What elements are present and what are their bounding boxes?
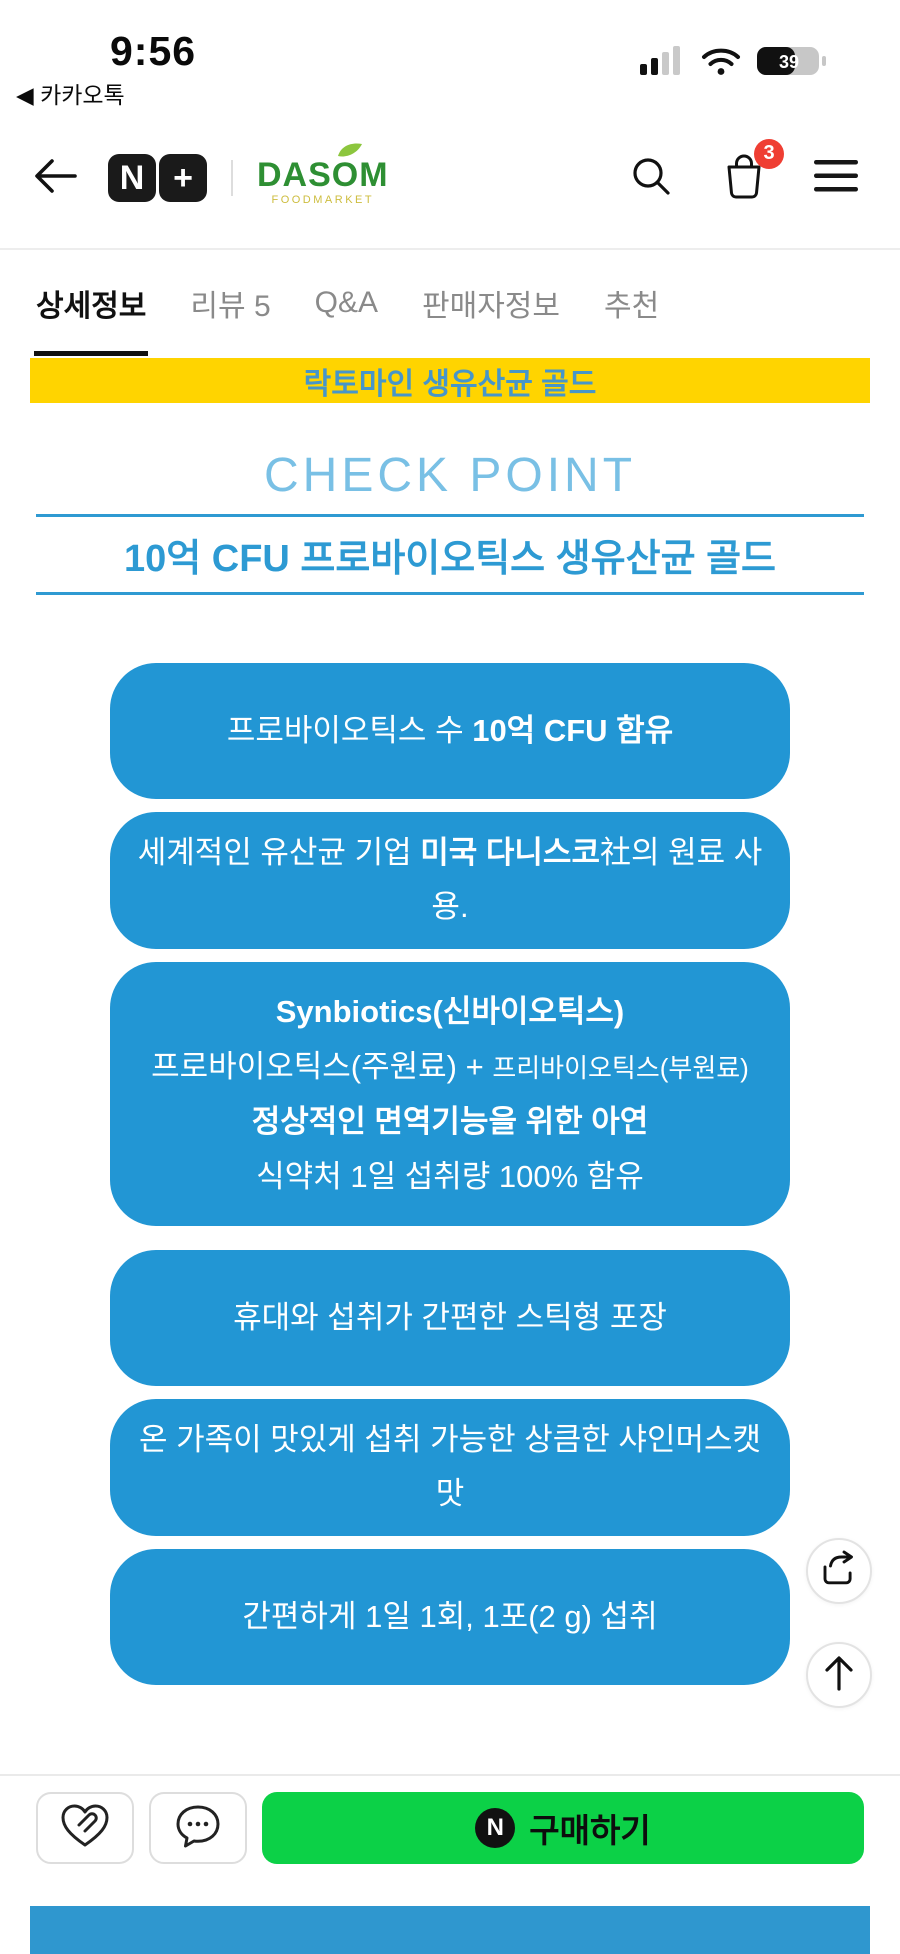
- status-icons: 39: [640, 46, 828, 81]
- naver-n-logo: N: [108, 154, 156, 202]
- wifi-icon: [701, 46, 741, 81]
- leaf-icon: [337, 142, 363, 163]
- bottom-action-bar: N 구매하기: [36, 1792, 864, 1864]
- feature-box: Synbiotics(신바이오틱스) 프로바이오틱스(주원료) + 프리바이오틱스…: [110, 961, 790, 1227]
- feature-text: 정상적인 면역기능을 위한 아연: [251, 1103, 649, 1139]
- naver-pay-icon: N: [475, 1808, 516, 1848]
- wishlist-button[interactable]: [36, 1792, 134, 1864]
- cellular-signal-icon: [640, 46, 686, 81]
- checkpoint-heading: 10억 CFU 프로바이오틱스 생유산균 골드: [123, 538, 777, 580]
- heart-keep-icon: [59, 1802, 111, 1855]
- naver-plus-badge: +: [159, 154, 207, 202]
- divider-line: [36, 592, 864, 595]
- feature-box: 프로바이오틱스 수 10억 CFU 함유: [110, 663, 790, 799]
- feature-box: 간편하게 1일 1회, 1포(2 g) 섭취: [110, 1548, 790, 1685]
- logo-divider: [231, 160, 233, 196]
- share-icon: [820, 1550, 858, 1593]
- menu-button[interactable]: [814, 159, 858, 198]
- checkpoint-title: CHECK POINT: [263, 449, 637, 502]
- previous-app-link[interactable]: ◀ 카카오톡: [16, 82, 125, 108]
- tab-item-2[interactable]: Q&A: [314, 286, 378, 319]
- tab-item-4[interactable]: 추천: [604, 290, 660, 323]
- store-logo[interactable]: DASOM FOODMARKET: [257, 143, 389, 206]
- hamburger-menu-icon: [814, 159, 858, 198]
- feature-text: 휴대와 섭취가 간편한 스틱형 포장: [233, 1300, 667, 1336]
- tab-item-3[interactable]: 판매자정보: [422, 290, 560, 323]
- search-button[interactable]: [628, 153, 674, 204]
- chat-bubble-icon: [173, 1802, 223, 1855]
- feature-text: 프로바이오틱스(주원료) + 프리바이오틱스(부원료): [151, 1048, 749, 1084]
- back-button[interactable]: [30, 155, 82, 201]
- feature-text: 프로바이오틱스 수 10억 CFU 함유: [226, 712, 674, 748]
- scroll-to-top-button[interactable]: [806, 1642, 872, 1708]
- chat-button[interactable]: [149, 1792, 247, 1864]
- store-name: DASOM: [257, 156, 389, 194]
- feature-text: 세계적인 유산균 기업 미국 다니스코社의 원료 사용.: [137, 835, 763, 925]
- battery-percent: 39: [779, 52, 799, 72]
- buy-button-label: 구매하기: [529, 1812, 651, 1849]
- cart-count-badge: 3: [754, 138, 784, 169]
- feature-text: Synbiotics(신바이오틱스): [275, 993, 625, 1029]
- divider-line: [36, 514, 864, 517]
- header-actions: 3: [628, 138, 858, 206]
- tab-item-0[interactable]: 상세정보: [33, 250, 149, 356]
- arrow-up-icon: [822, 1654, 856, 1697]
- feature-text: 간편하게 1일 1회, 1포(2 g) 섭취: [242, 1598, 658, 1634]
- search-icon: [628, 153, 674, 204]
- feature-box: 휴대와 섭취가 간편한 스틱형 포장: [110, 1250, 790, 1387]
- naver-plus-logo[interactable]: N +: [108, 154, 207, 202]
- feature-box: 온 가족이 맛있게 섭취 가능한 상큼한 샤인머스캣 맛: [110, 1399, 790, 1536]
- feature-text: 식약처 1일 섭취량 100% 함유: [256, 1159, 644, 1195]
- battery-icon: 39: [756, 46, 828, 81]
- bottom-bar-divider: [0, 1774, 900, 1776]
- store-subtitle: FOODMARKET: [271, 194, 375, 206]
- next-section-preview: [30, 1906, 870, 1954]
- feature-text: 온 가족이 맛있게 섭취 가능한 상큼한 샤인머스캣 맛: [138, 1422, 762, 1512]
- app-header: N + DASOM FOODMARKET: [0, 108, 900, 250]
- buy-button[interactable]: N 구매하기: [262, 1792, 864, 1864]
- shopping-bag-icon: [720, 151, 768, 206]
- status-time: 9:56: [110, 28, 197, 74]
- tab-item-1[interactable]: 리뷰 5: [190, 290, 271, 323]
- share-button[interactable]: [806, 1538, 872, 1604]
- cart-button[interactable]: 3: [720, 138, 784, 206]
- feature-box: 세계적인 유산균 기업 미국 다니스코社의 원료 사용.: [110, 812, 790, 949]
- product-banner: 락토마인 생유산균 골드: [30, 358, 870, 403]
- tab-bar: 상세정보 리뷰 5 Q&A 판매자정보 추천: [0, 250, 900, 356]
- back-arrow-icon: [30, 153, 80, 204]
